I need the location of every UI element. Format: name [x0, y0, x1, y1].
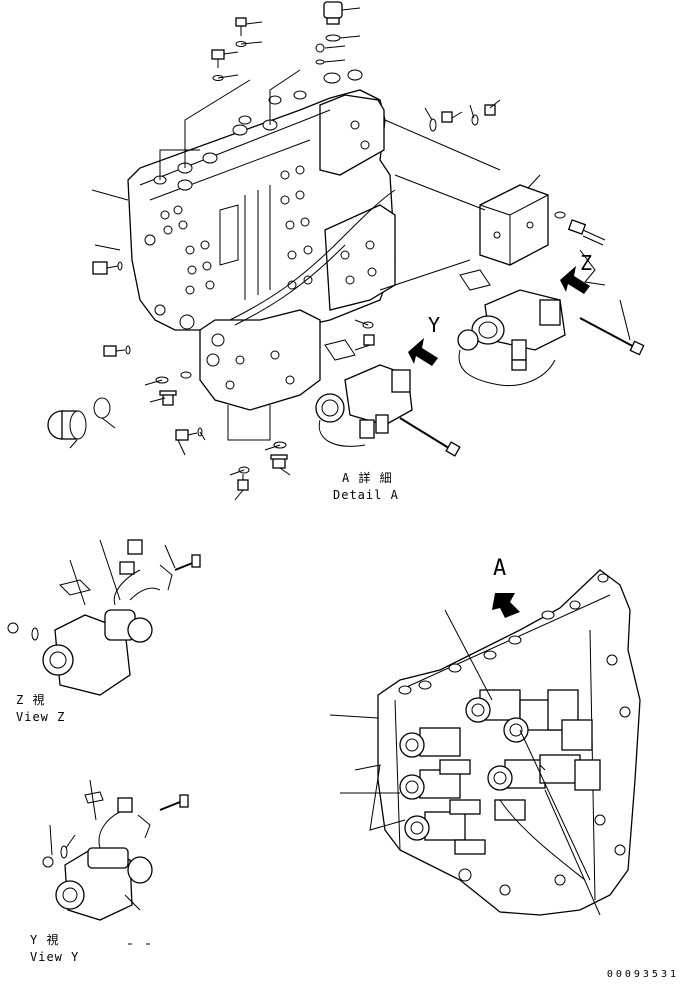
detail-a-title-jp: A 詳 細: [342, 471, 393, 485]
view-y-solenoid: [42, 779, 189, 921]
main-control-valve: [127, 69, 396, 411]
detail-a-valve-assembly: [329, 569, 641, 916]
solenoid-assembly-detail-a: [315, 339, 461, 457]
callout-y: Y: [428, 313, 442, 337]
solenoid-assembly-upper: [457, 269, 645, 387]
fastener-set: [47, 1, 501, 501]
view-z-title-en: View Z: [16, 710, 66, 724]
view-z-solenoid: [7, 539, 201, 696]
callout-z: Z: [580, 251, 594, 275]
callout-a: A: [493, 556, 508, 581]
view-z-title-jp: Z 視: [16, 693, 46, 707]
drawing-part-number: 00093531: [606, 969, 679, 980]
view-y-title-jp: Y 視: [30, 933, 60, 947]
view-arrows: [408, 266, 590, 618]
view-y-title-en: View Y: [30, 950, 80, 964]
detail-a-title-en: Detail A: [333, 488, 399, 502]
cover-block: [379, 119, 606, 291]
